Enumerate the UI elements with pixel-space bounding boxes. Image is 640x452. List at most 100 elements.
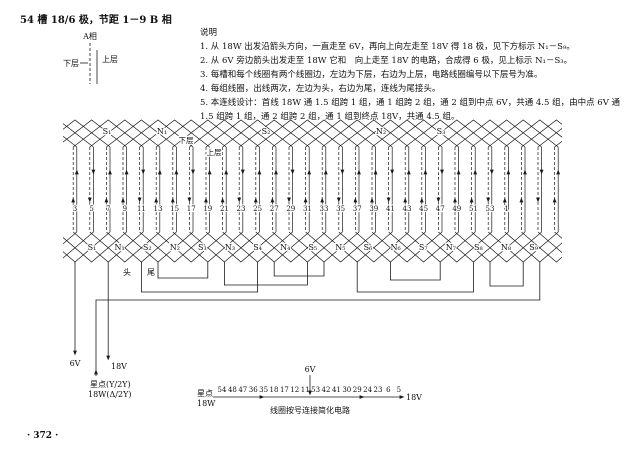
slot-number: 39 xyxy=(369,205,378,213)
current-arrow xyxy=(573,170,577,175)
coil-connections xyxy=(73,262,541,376)
coil-top-end xyxy=(63,119,111,148)
circuit-coil-number: 12 xyxy=(290,386,299,394)
current-arrow xyxy=(240,169,245,175)
pole-label-18-pole: S₄ xyxy=(253,243,262,252)
slot-number: 35 xyxy=(336,205,345,213)
pole-label-6-pole: S₃ xyxy=(437,127,446,136)
current-arrow xyxy=(207,169,212,175)
slot-number: 47 xyxy=(436,205,445,213)
circuit-coil-number: 5 xyxy=(397,386,401,394)
layer-legend: A相 下层 上层 xyxy=(62,30,119,84)
current-arrow xyxy=(170,197,175,203)
lead-star-wire xyxy=(95,262,541,376)
current-arrow xyxy=(502,197,507,203)
circuit-coil-number: 53 xyxy=(311,386,320,394)
current-arrow xyxy=(456,169,461,175)
lead-18w-label: 18W(Δ/2Y) xyxy=(88,390,132,399)
coil-top-end xyxy=(63,123,94,148)
circuit-coil-number: 6 xyxy=(386,386,391,394)
coil-top-end xyxy=(155,119,227,148)
note-item: 4. 每组线圈，出线两次，左边为头，右边为尾，连线为尾接头。 xyxy=(200,84,441,94)
slot-number: 21 xyxy=(220,205,229,213)
current-arrow xyxy=(290,169,295,175)
coil-tail-label: 尾 xyxy=(147,268,155,277)
pole-label-18-pole: N₆ xyxy=(390,243,400,252)
note-item: 5. 本连线设计：首线 18W 通 1.5 组跨 1 组，通 1 组跨 2 组，… xyxy=(200,98,621,122)
lead-star-point-label: 星点(Y/2Y) xyxy=(90,380,131,389)
circuit-coil-number: 23 xyxy=(374,386,383,394)
circuit-coil-number: 11 xyxy=(301,386,310,394)
coil-top-end xyxy=(388,119,459,148)
circuit-coil-number: 48 xyxy=(228,386,237,394)
current-arrow xyxy=(154,197,159,203)
pole-label-18-pole: S₃ xyxy=(198,243,207,252)
coil-top-end xyxy=(421,119,493,148)
current-arrow xyxy=(370,197,374,203)
lower-layer-label: 下层 xyxy=(179,136,194,145)
coil-top-end xyxy=(371,119,443,148)
group-connection-wire xyxy=(390,262,441,281)
notes-heading: 说明 xyxy=(200,28,218,38)
current-arrow xyxy=(453,197,457,203)
slot-number: 1 xyxy=(504,205,508,213)
slot-number: 37 xyxy=(353,205,362,213)
pole-label-18-pole: N₈ xyxy=(501,243,511,252)
slot-number: 33 xyxy=(320,205,329,213)
current-arrow xyxy=(436,197,441,203)
coil-bottom-end xyxy=(72,231,144,263)
circuit-coil-number: 29 xyxy=(353,386,362,394)
circuit-coil-number: 18 xyxy=(270,386,279,394)
current-arrow xyxy=(519,197,524,203)
coil-bottom-end xyxy=(89,231,161,263)
current-arrow xyxy=(469,197,474,203)
current-arrow xyxy=(307,169,312,175)
current-arrow xyxy=(406,169,411,175)
lead-18v-arrow xyxy=(106,355,111,361)
current-arrow xyxy=(8,170,12,175)
note-item: 2. 从 6V 旁边箭头出发走至 18W 它和 向上走至 18V 的电路，合成得… xyxy=(200,56,573,66)
coil-top-end xyxy=(222,119,293,148)
circuit-midpoint-label: 6V xyxy=(305,365,316,374)
slot-number: 7 xyxy=(106,205,110,213)
pole-label-18-pole: S₈ xyxy=(474,243,483,252)
current-arrow xyxy=(536,197,540,203)
coil-bottom-end xyxy=(63,231,111,263)
pole-label-18-pole: N₃ xyxy=(225,243,235,252)
pole-label-6-pole: S₁ xyxy=(103,127,112,136)
coil-top-end xyxy=(504,119,562,148)
circuit-coil-number: 42 xyxy=(322,386,331,394)
current-arrow xyxy=(357,169,361,175)
current-arrow xyxy=(74,169,79,175)
current-arrow xyxy=(323,169,328,175)
circuit-end-label: 18V xyxy=(406,393,422,402)
coil-top-end xyxy=(139,119,210,148)
current-arrow xyxy=(606,170,610,175)
current-arrow xyxy=(303,197,308,203)
current-arrow xyxy=(257,169,262,175)
coil-top-end xyxy=(238,119,310,148)
current-arrow xyxy=(556,169,561,175)
circuit-coil-number: 36 xyxy=(249,386,258,394)
pole-label-6-pole: N₂ xyxy=(376,127,386,136)
lead-star-arrow xyxy=(94,369,98,375)
circuit-midpoint-arrow xyxy=(308,390,312,396)
pole-label-18-pole: N₁ xyxy=(114,243,124,252)
slot-number: 19 xyxy=(203,205,212,213)
current-arrow xyxy=(124,169,129,175)
current-arrow xyxy=(25,170,29,175)
current-arrow xyxy=(340,169,345,175)
current-arrow xyxy=(489,169,494,175)
current-arrow xyxy=(187,197,192,203)
page-number: · 372 · xyxy=(27,431,59,441)
current-arrow xyxy=(55,198,59,203)
current-arrow xyxy=(569,198,573,203)
current-arrow xyxy=(423,169,428,175)
pole-label-18-pole: N₄ xyxy=(280,243,290,252)
legend-upper-layer-label: 上层 xyxy=(102,55,118,64)
coil-top-end xyxy=(305,119,376,148)
current-arrow xyxy=(58,170,62,175)
coil-head-label: 头 xyxy=(123,267,131,277)
note-item: 3. 每槽和每个线圈有两个线圈边，左边为下层，右边为上层，电路线圈编号以下层号为… xyxy=(200,70,543,80)
